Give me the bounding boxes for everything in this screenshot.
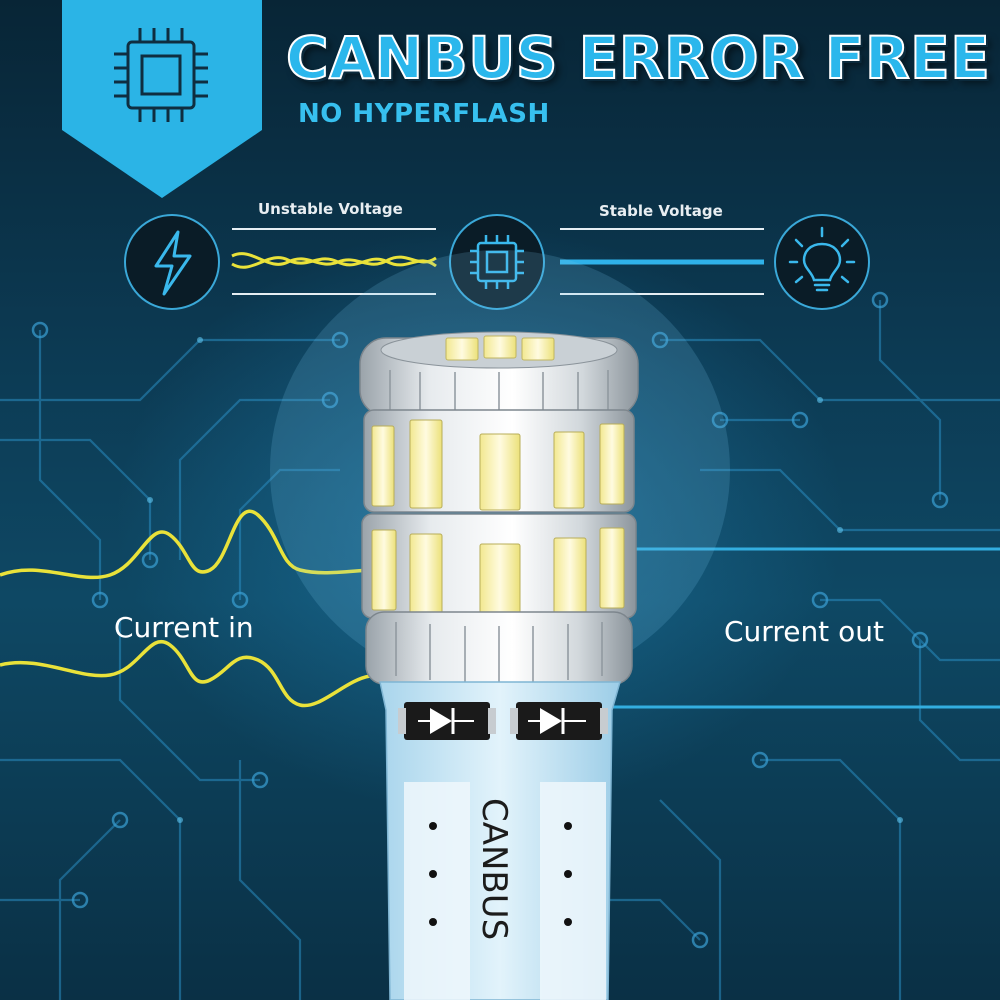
headline-subtitle: NO HYPERFLASH [298,99,550,129]
unstable-voltage-label: Unstable Voltage [258,200,403,218]
lightning-icon [124,214,220,310]
chip-icon [114,28,208,122]
current-out-label: Current out [724,615,884,648]
current-in-wave [0,509,371,708]
diode-icon [510,702,608,740]
diode-icon [398,702,496,740]
headline-title: CANBUS ERROR FREE [285,23,991,93]
bulb-top-cap [359,331,639,417]
canbus-base-label: CANBUS [474,798,514,940]
chip-icon [449,214,545,310]
bulb-bottom-collar [365,611,633,685]
current-in-label: Current in [114,611,254,644]
current-out-lines [600,547,1000,709]
bulb-wedge-base: CANBUS [379,681,621,1000]
unstable-voltage-wave [231,252,437,269]
bulb-led-ring-lower [361,513,637,619]
bulb-led-ring-upper [363,409,635,513]
lightbulb-icon [774,214,870,310]
stable-voltage-label: Stable Voltage [599,202,723,220]
